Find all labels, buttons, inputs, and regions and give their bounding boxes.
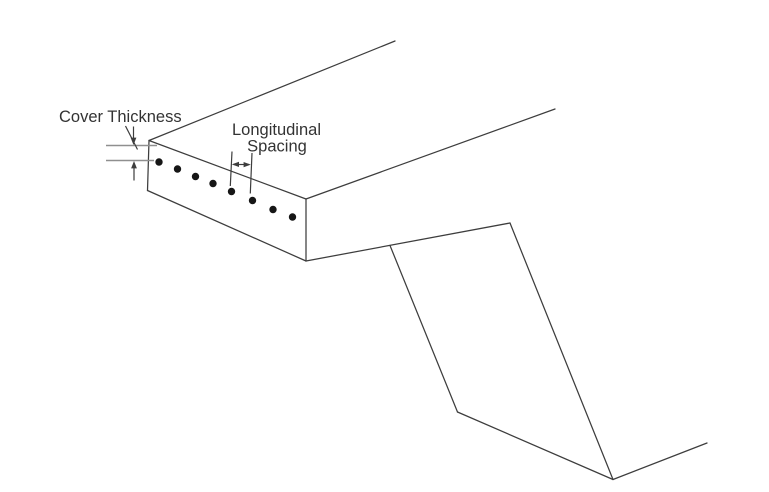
- longitudinal-spacing-label-line1: Longitudinal: [232, 121, 321, 139]
- girder-left-edge: [389, 244, 459, 413]
- rebar-dot: [209, 179, 217, 188]
- rebar-dot: [155, 158, 163, 166]
- spacing-extension-line-right: [249, 152, 253, 194]
- girder-bottom-edge: [456, 411, 614, 481]
- deck-soffit-edge: [305, 222, 511, 262]
- deck-top-back-edge: [148, 40, 396, 142]
- deck-section-left-edge: [146, 139, 150, 192]
- rebar-dot: [191, 172, 200, 181]
- girder-right-edge: [509, 222, 614, 481]
- deck-section-top-edge: [148, 139, 307, 200]
- rebar-dot: [288, 213, 297, 221]
- longitudinal-spacing-label-line2: Spacing: [247, 138, 307, 156]
- rebar-dot: [248, 196, 257, 205]
- cover-up-arrow: [131, 161, 137, 181]
- cover-down-arrow: [130, 126, 137, 145]
- deck-section-bottom-edge: [146, 189, 307, 262]
- spacing-arrow: [231, 161, 251, 168]
- rebar-dot: [269, 205, 277, 214]
- spacing-extension-line-left: [229, 151, 233, 187]
- cover-thickness-dimension: Cover Thickness: [59, 108, 182, 181]
- rebar-dot: [227, 187, 236, 196]
- girder-base-line: [612, 442, 708, 481]
- rebar-dot: [173, 165, 182, 173]
- cover-thickness-label: Cover Thickness: [59, 108, 182, 126]
- rebar-dots: [155, 158, 297, 221]
- longitudinal-spacing-dimension: Longitudinal Spacing: [229, 121, 321, 194]
- deck-top-front-edge: [305, 108, 556, 200]
